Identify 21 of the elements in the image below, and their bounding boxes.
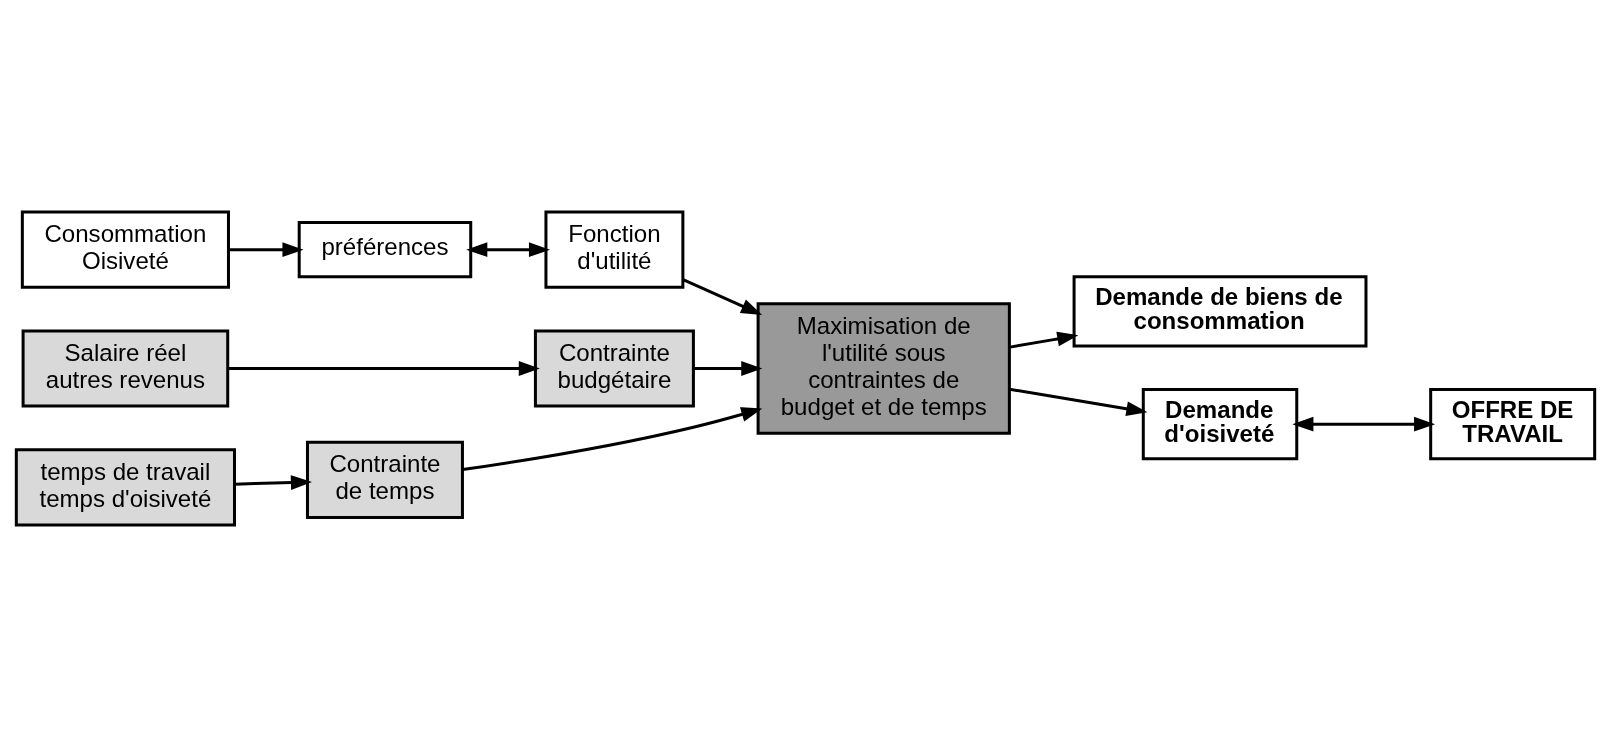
arrow xyxy=(466,241,551,257)
arrow xyxy=(1009,387,1148,416)
arrow xyxy=(462,406,763,471)
node-box: Fonction d'utilité xyxy=(544,210,685,289)
arrow xyxy=(228,360,540,376)
arrow xyxy=(693,360,763,376)
arrow xyxy=(1292,416,1436,432)
arrow xyxy=(1009,331,1079,349)
node-box: préférences xyxy=(297,220,473,278)
node-box: temps de travail temps d'oisiveté xyxy=(14,447,236,526)
node-box: Consommation Oisiveté xyxy=(20,210,230,289)
arrow xyxy=(234,474,312,490)
arrow xyxy=(682,277,763,315)
arrow xyxy=(229,241,304,257)
node-box: Maximisation de l'utilité sous contraintes de budget et de temps xyxy=(756,301,1011,435)
node-box: Salaire réel autres revenus xyxy=(21,328,230,408)
node-box: Contrainte budgétaire xyxy=(533,328,695,408)
node-box: Demande de biens de consommation xyxy=(1072,274,1368,347)
node-box: Contrainte de temps xyxy=(305,440,464,519)
node-box: Demande d'oisiveté xyxy=(1141,387,1299,460)
node-box: OFFRE DE TRAVAIL xyxy=(1429,387,1597,460)
